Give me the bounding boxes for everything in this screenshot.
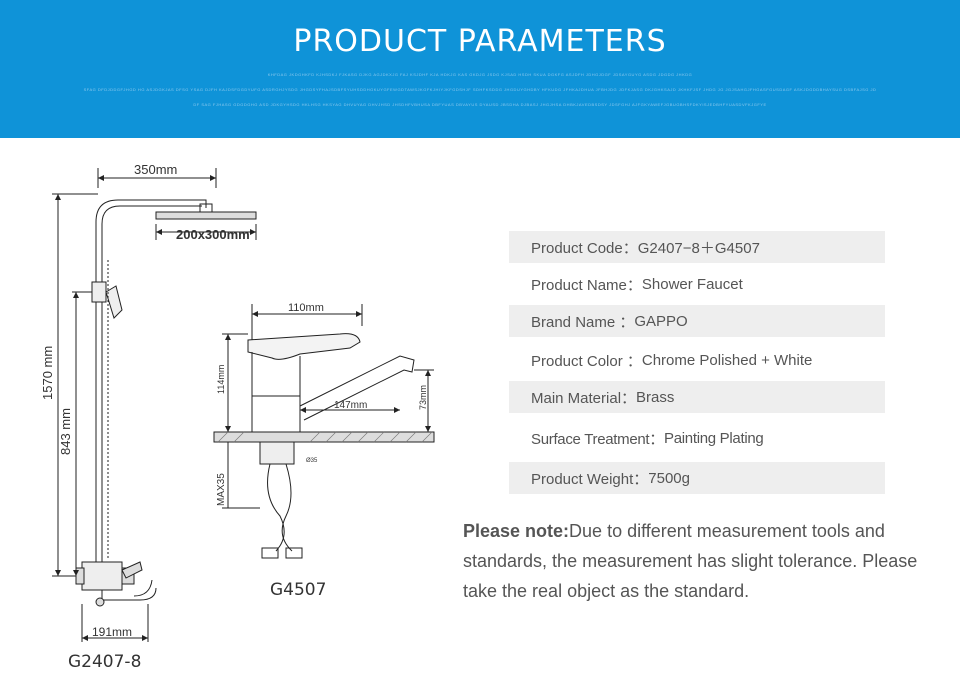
basin-spout-length-label: 147mm <box>334 400 367 411</box>
banner-title: PRODUCT PARAMETERS <box>293 24 667 59</box>
spec-row-product-weight: Product Weight： 7500g <box>509 462 885 494</box>
spec-row-main-material: Main Material： Brass <box>509 381 885 413</box>
note-title: Please note: <box>463 521 570 541</box>
shower-head-size-label: 200x300mm <box>176 227 250 242</box>
spec-row-surface-treatment: Surface Treatment： Painting Plating <box>509 422 885 454</box>
spec-label: Product Code： <box>531 239 638 257</box>
basin-thread-label: Ø35 <box>306 458 318 464</box>
banner-fine-text-3: DF SAG FJHASG GDGDGHG ASD JDKGYHSDG HKLH… <box>193 102 767 107</box>
shower-height-total-label: 1570 mm <box>40 346 55 400</box>
basin-height-label: 114mm <box>216 365 226 394</box>
banner-fine-text-2: SFAG DFDJDDGFJHGD HG ASJDGKJAS DFSG YSAG… <box>83 87 877 92</box>
spec-label: Product Weight： <box>531 470 649 488</box>
spec-value: Chrome Polished + White <box>641 351 813 369</box>
tolerance-note: Please note:Due to different measurement… <box>463 516 933 606</box>
header-banner: PRODUCT PARAMETERS KHFDAG JKDGHKFD KJHSD… <box>0 0 960 138</box>
spec-label: Product Color ： <box>531 352 642 370</box>
basin-model-caption: G4507 <box>270 580 327 600</box>
spec-label: Surface Treatment： <box>531 430 664 448</box>
spec-value: GAPPO <box>634 312 688 330</box>
spec-label: Product Name： <box>531 276 642 294</box>
basin-spout-height-label: 73mm <box>418 385 428 410</box>
spec-row-product-color: Product Color ： Chrome Polished + White <box>509 344 885 376</box>
spec-row-product-code: Product Code： G2407−8＋G4507 <box>509 231 885 263</box>
basin-faucet-diagram: 110mm 114mm 147mm 73mm Ø35 MAX35 <box>213 302 435 559</box>
note-text: Due to different measurement tools and s… <box>463 521 918 601</box>
banner-fine-text-1: KHFDAG JKDGHKFD KJHSDKJ FJKASG DJKG AGJD… <box>267 72 693 77</box>
basin-max-label: MAX35 <box>216 473 227 506</box>
spec-label: Brand Name ： <box>531 313 635 331</box>
shower-system-diagram: 350mm 200x300mm 1570 mm 843 mm 191mm <box>40 162 257 642</box>
basin-width-label: 110mm <box>288 302 324 314</box>
spec-value: 7500g <box>648 469 690 487</box>
shower-base-width-label: 191mm <box>92 625 132 639</box>
spec-row-brand-name: Brand Name ： GAPPO <box>509 305 885 337</box>
spec-label: Main Material： <box>531 389 637 407</box>
spec-value: Brass <box>636 388 675 406</box>
shower-mixer-height-label: 843 mm <box>58 408 73 455</box>
spec-row-product-name: Product Name： Shower Faucet <box>509 268 885 300</box>
shower-width-label: 350mm <box>134 162 177 177</box>
spec-value: G2407−8＋G4507 <box>637 239 760 257</box>
spec-value: Shower Faucet <box>641 275 743 293</box>
shower-model-caption: G2407-8 <box>68 652 142 672</box>
spec-value: Painting Plating <box>664 429 764 447</box>
